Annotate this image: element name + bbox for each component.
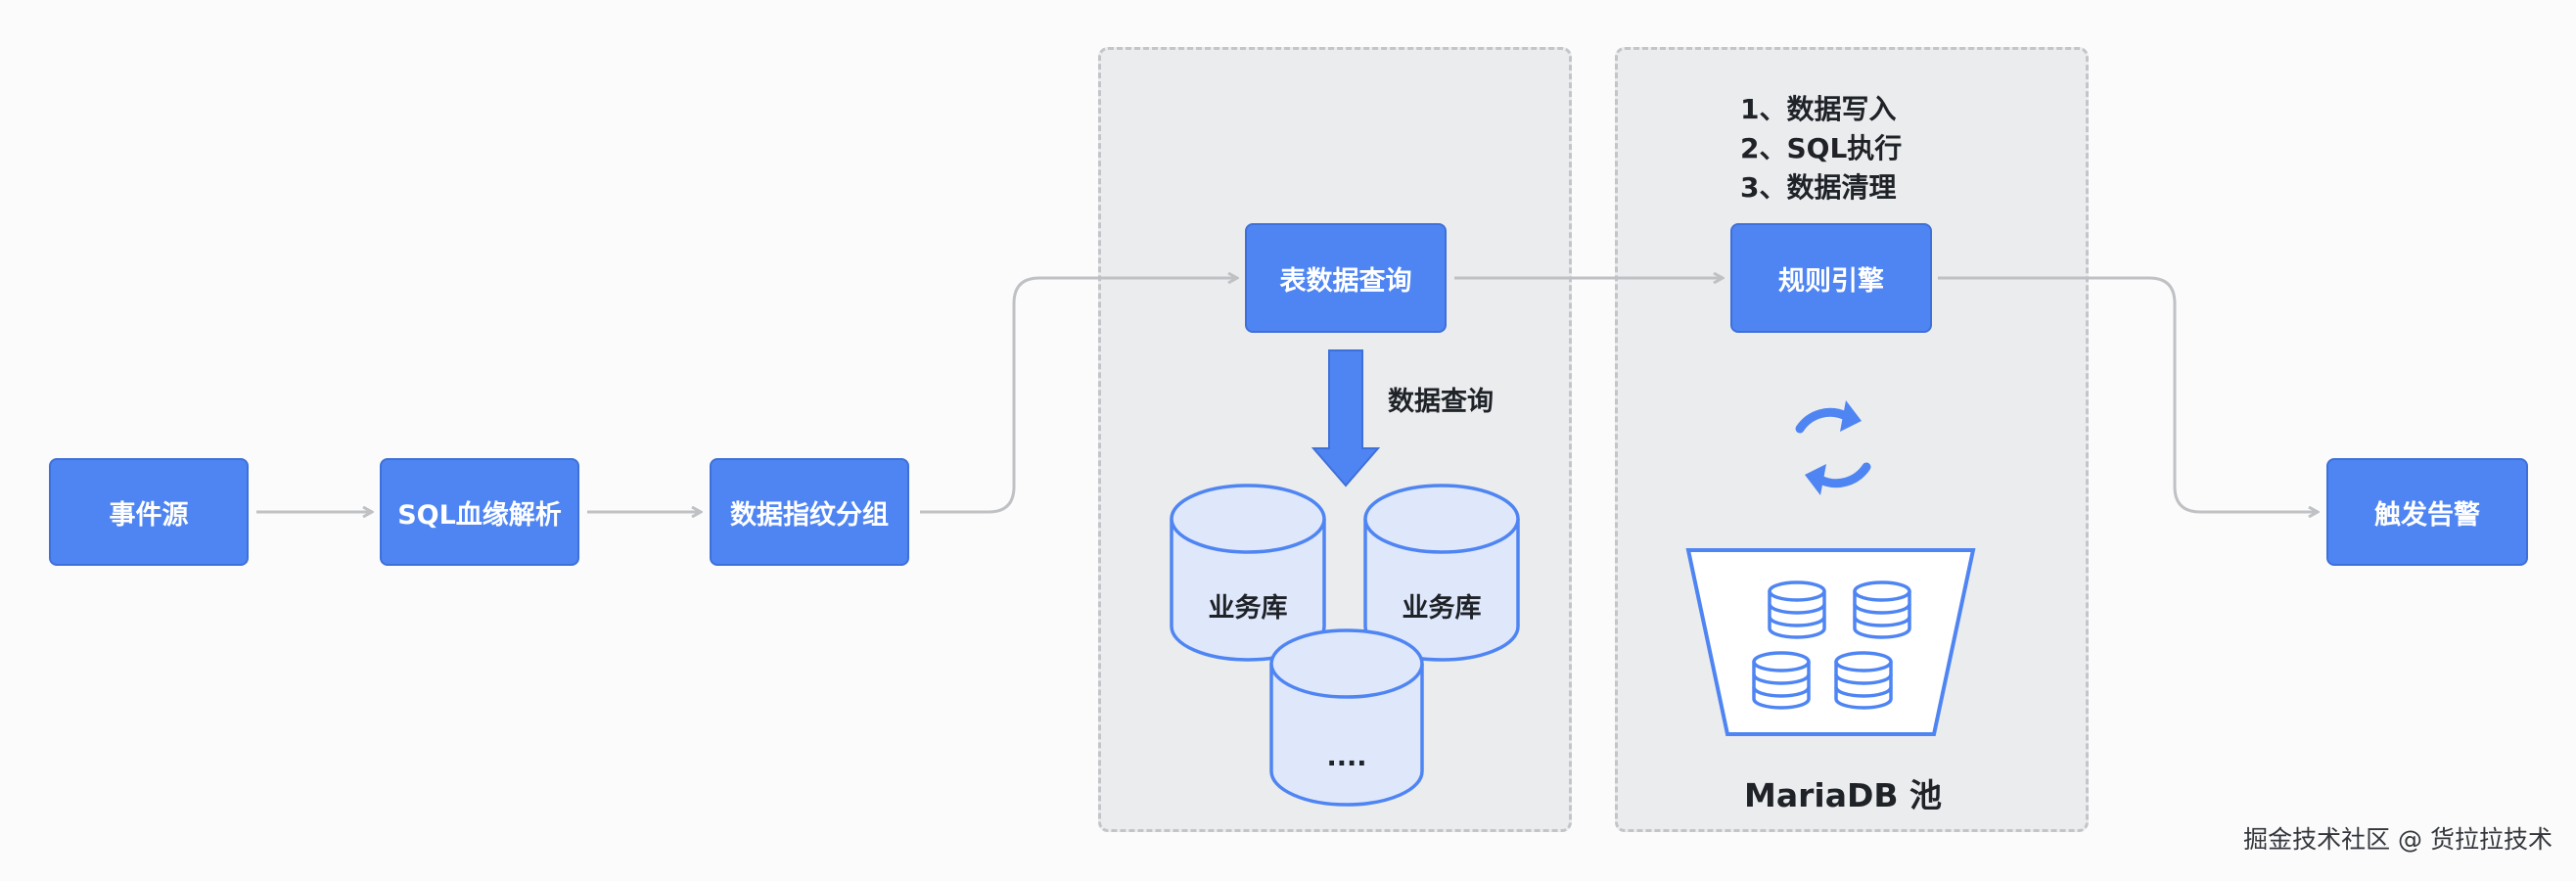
footer-watermark: 掘金技术社区 @ 货拉拉技术 xyxy=(2243,825,2553,854)
node-fingerprint-group[interactable]: 数据指纹分组 xyxy=(710,458,909,566)
rule-step-2: 2、SQL执行 xyxy=(1740,132,1903,164)
database-cylinder-2 xyxy=(1363,484,1520,662)
rule-step-1: 1、数据写入 xyxy=(1740,93,1897,125)
node-event-source[interactable]: 事件源 xyxy=(49,458,249,566)
refresh-cycle-icon xyxy=(1795,400,1871,495)
connector-engine-to-alert xyxy=(1938,276,2318,512)
database-cylinder-3 xyxy=(1269,628,1424,807)
mariadb-pool-icon xyxy=(1685,548,1976,736)
node-sql-lineage[interactable]: SQL血缘解析 xyxy=(380,458,579,566)
node-rule-engine[interactable]: 规则引擎 xyxy=(1730,223,1932,333)
db-label-1: 业务库 xyxy=(1209,593,1288,624)
data-query-label: 数据查询 xyxy=(1388,387,1494,417)
rule-engine-steps: 1、数据写入 2、SQL执行 3、数据清理 xyxy=(1740,90,1902,208)
connector-fingerprint-to-query xyxy=(920,278,1237,514)
mariadb-pool-label: MariaDB 池 xyxy=(1744,776,1942,814)
db-label-3: .... xyxy=(1326,742,1366,772)
data-query-arrow xyxy=(1311,349,1381,487)
rule-step-3: 3、数据清理 xyxy=(1740,171,1897,204)
node-trigger-alert[interactable]: 触发告警 xyxy=(2326,458,2528,566)
node-table-query[interactable]: 表数据查询 xyxy=(1245,223,1447,333)
database-icon xyxy=(1752,580,1911,710)
db-label-2: 业务库 xyxy=(1403,593,1482,624)
database-cylinder-1 xyxy=(1170,484,1326,662)
